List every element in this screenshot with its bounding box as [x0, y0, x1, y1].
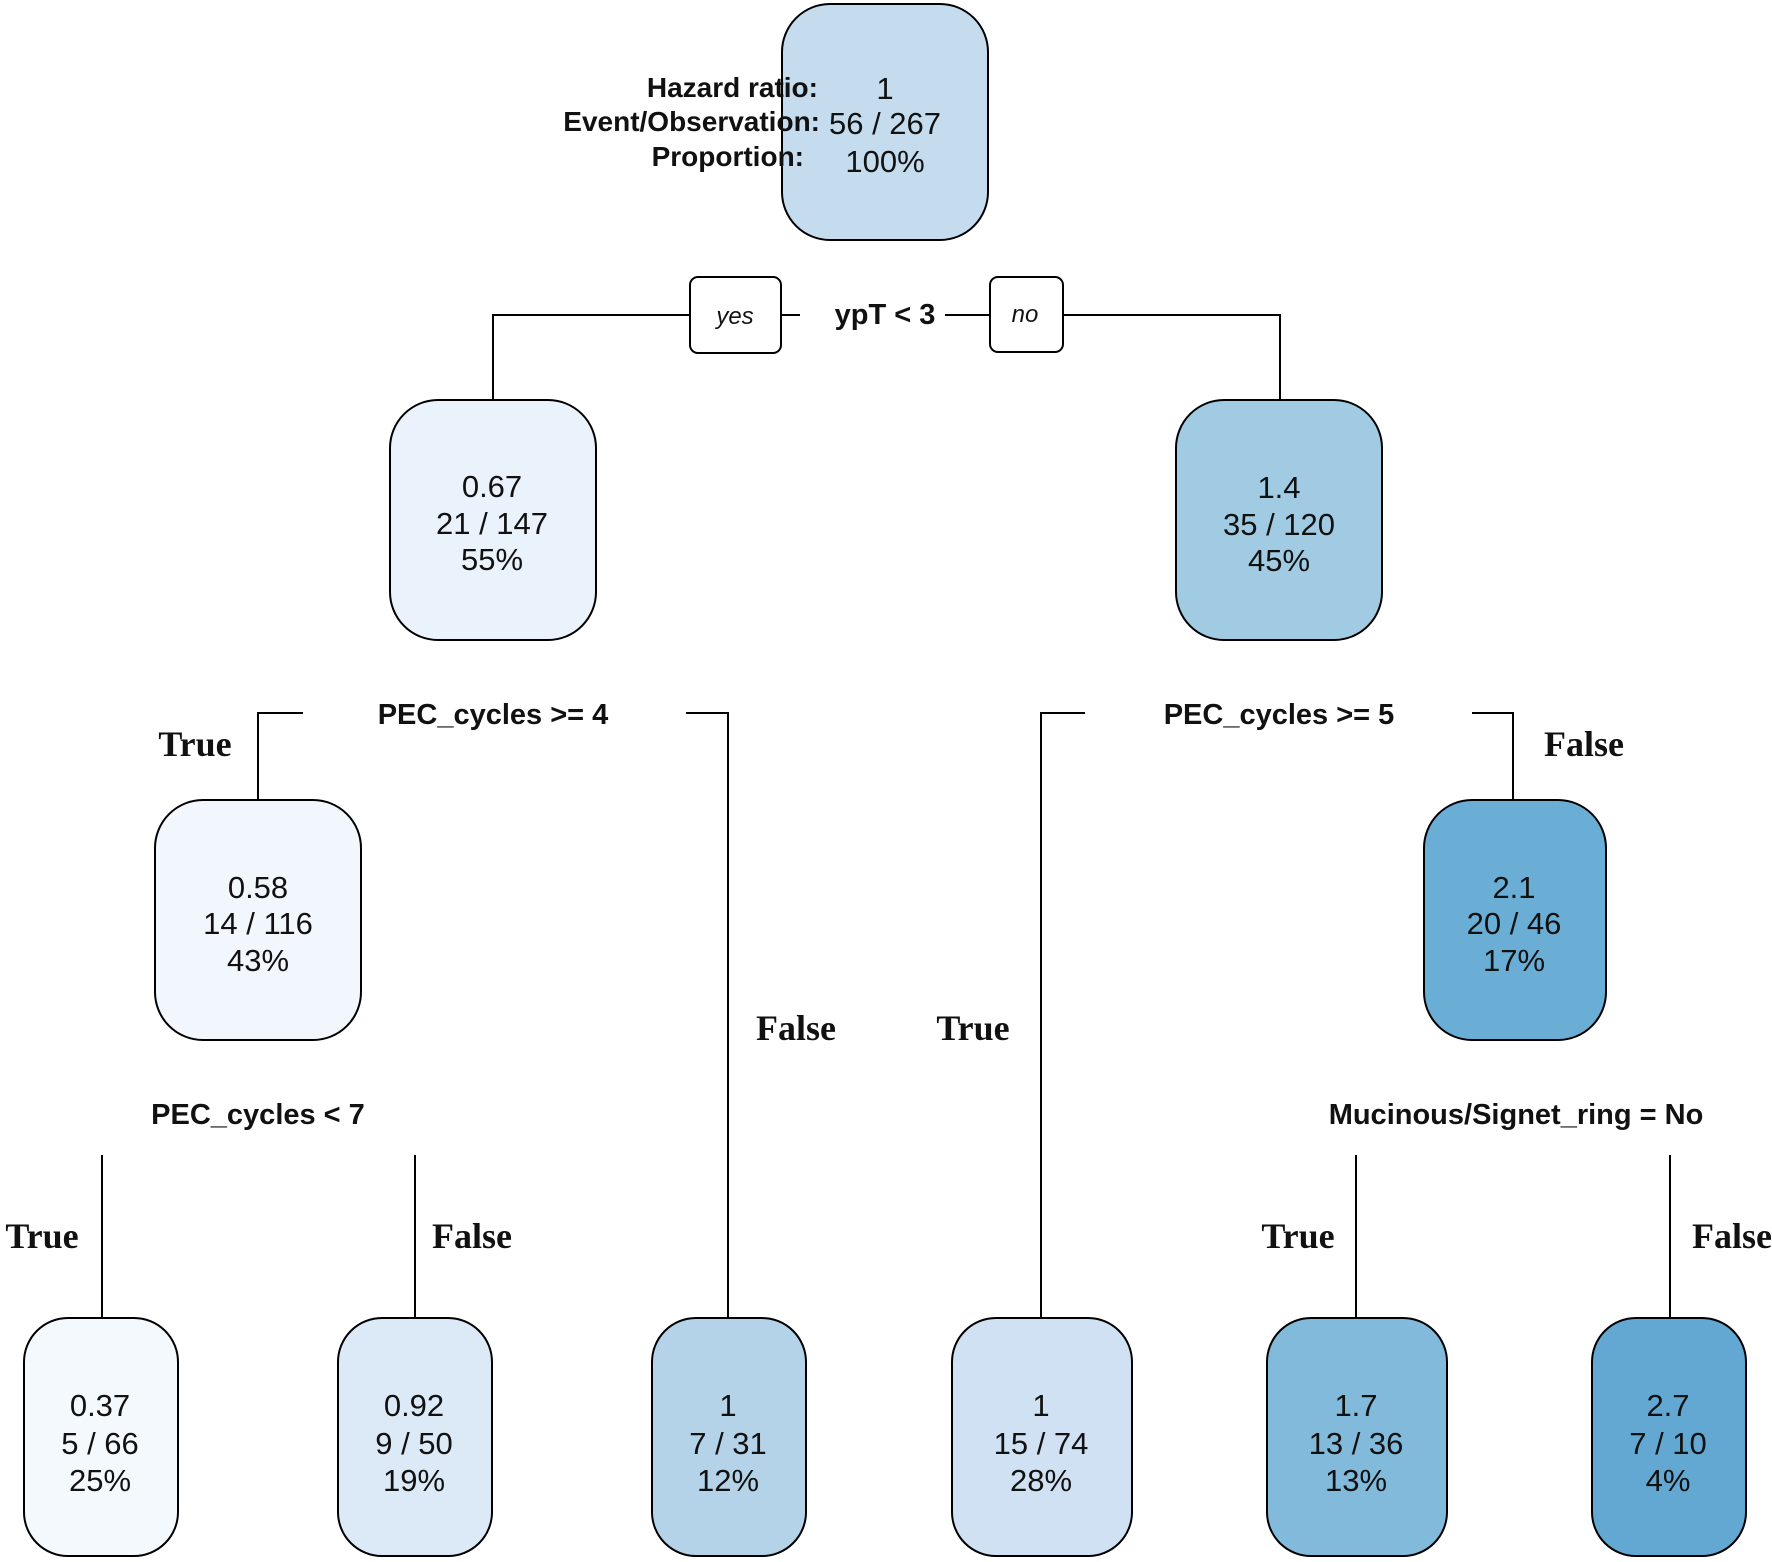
node-events: 7 / 31: [689, 1426, 767, 1461]
node-hazard: 1: [719, 1388, 736, 1423]
node-proportion: 55%: [461, 542, 523, 577]
node-proportion: 25%: [69, 1463, 131, 1498]
tree-edges: [101, 314, 1671, 1318]
node-box: [154, 799, 362, 1041]
yes-tag-box: [689, 276, 782, 354]
node-hazard: 0.58: [228, 870, 288, 905]
tree-leaf-3: 1 7 / 31 12%: [651, 1317, 807, 1557]
tree-node-root: Hazard ratio: Event/Observation: Proport…: [563, 3, 989, 241]
node-events: 20 / 46: [1467, 906, 1562, 941]
node-events: 15 / 74: [994, 1426, 1089, 1461]
tree-leaf-2: 0.92 9 / 50 19%: [337, 1317, 493, 1557]
node-events: 21 / 147: [436, 506, 548, 541]
node-box: [951, 1317, 1133, 1557]
node-hazard: 1: [876, 71, 893, 106]
branch-true-n7: True: [1261, 1216, 1334, 1256]
split-root: yes ypT < 3 no: [689, 276, 1064, 354]
tree-node-n7: 2.1 20 / 46 17%: [1423, 799, 1607, 1041]
split-n4-label: PEC_cycles < 7: [151, 1099, 365, 1131]
node-box: [23, 1317, 179, 1557]
edge-root-left: [492, 314, 690, 400]
split-n7-label: Mucinous/Signet_ring = No: [1329, 1099, 1704, 1131]
node-hazard: 0.92: [384, 1388, 444, 1423]
node-hazard: 1: [1032, 1388, 1049, 1423]
edge-root-right: [1063, 314, 1281, 400]
node-box: [337, 1317, 493, 1557]
branch-false-n3: False: [1544, 724, 1624, 764]
branch-false-n2: False: [756, 1008, 836, 1048]
node-events: 35 / 120: [1223, 507, 1335, 542]
tree-node-n3: 1.4 35 / 120 45%: [1175, 399, 1383, 641]
tree-node-n2: 0.67 21 / 147 55%: [389, 399, 597, 641]
tree-leaf-5: 1.7 13 / 36 13%: [1266, 1317, 1448, 1557]
no-tag-box: [989, 276, 1064, 353]
branch-true-n4: True: [5, 1216, 78, 1256]
node-hazard: 0.37: [70, 1388, 130, 1423]
legend-proportion-label: Proportion:: [652, 141, 804, 172]
edge-n2-right: [686, 712, 729, 1318]
tree-leaf-1: 0.37 5 / 66 25%: [23, 1317, 179, 1557]
no-tag: no: [1012, 301, 1039, 328]
node-box: [781, 3, 989, 241]
node-events: 13 / 36: [1309, 1426, 1404, 1461]
yes-tag: yes: [714, 303, 753, 330]
node-events: 56 / 267: [829, 106, 941, 141]
branch-true-n3: True: [936, 1008, 1009, 1048]
edge-n3-left: [1040, 712, 1085, 1318]
node-events: 9 / 50: [375, 1426, 453, 1461]
node-hazard: 0.67: [462, 469, 522, 504]
node-proportion: 28%: [1010, 1463, 1072, 1498]
node-proportion: 100%: [845, 144, 924, 179]
node-hazard: 2.7: [1646, 1388, 1689, 1423]
node-proportion: 43%: [227, 943, 289, 978]
node-proportion: 13%: [1325, 1463, 1387, 1498]
node-hazard: 1.7: [1334, 1388, 1377, 1423]
node-box: [1591, 1317, 1747, 1557]
node-hazard: 2.1: [1492, 870, 1535, 905]
edge-n3-right: [1472, 712, 1514, 800]
node-box: [1423, 799, 1607, 1041]
node-box: [1266, 1317, 1448, 1557]
split-label: ypT < 3: [835, 299, 936, 331]
tree-leaf-4: 1 15 / 74 28%: [951, 1317, 1133, 1557]
node-proportion: 19%: [383, 1463, 445, 1498]
legend-event-label: Event/Observation:: [563, 106, 820, 137]
node-proportion: 17%: [1483, 943, 1545, 978]
node-proportion: 45%: [1248, 543, 1310, 578]
branch-false-n4: False: [432, 1216, 512, 1256]
branch-false-n7: False: [1692, 1216, 1772, 1256]
node-box: [651, 1317, 807, 1557]
split-n3-label: PEC_cycles >= 5: [1164, 699, 1395, 731]
node-events: 14 / 116: [203, 906, 313, 941]
legend-hazard-label: Hazard ratio:: [647, 72, 818, 103]
edge-n2-left: [257, 712, 303, 800]
tree-node-n4: 0.58 14 / 116 43%: [154, 799, 362, 1041]
node-proportion: 4%: [1646, 1463, 1691, 1498]
split-n2-label: PEC_cycles >= 4: [378, 699, 609, 731]
node-proportion: 12%: [697, 1463, 759, 1498]
node-events: 7 / 10: [1629, 1426, 1707, 1461]
node-box: [389, 399, 597, 641]
tree-leaf-6: 2.7 7 / 10 4%: [1591, 1317, 1747, 1557]
node-hazard: 1.4: [1257, 470, 1300, 505]
branch-true-n2: True: [158, 724, 231, 764]
node-events: 5 / 66: [61, 1426, 139, 1461]
node-box: [1175, 399, 1383, 641]
